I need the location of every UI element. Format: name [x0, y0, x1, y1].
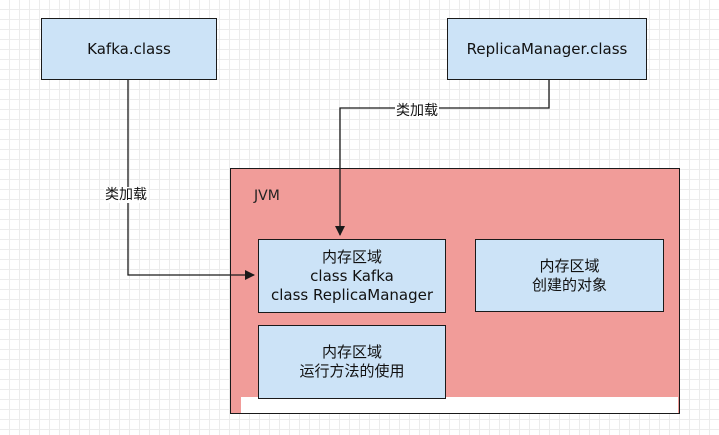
memory-area-methods: 内存区域 运行方法的使用	[258, 325, 446, 399]
memory-area-classes: 内存区域 class Kafka class ReplicaManager	[258, 239, 446, 313]
memory-area-classes-line-3: class ReplicaManager	[270, 285, 434, 304]
memory-area-methods-line-2: 运行方法的使用	[299, 362, 405, 380]
memory-area-objects: 内存区域 创建的对象	[475, 239, 664, 312]
memory-area-objects-line-2: 创建的对象	[531, 275, 607, 294]
kafka-load-label: 类加载	[104, 187, 148, 203]
memory-area-classes-line-1: 内存区域	[321, 247, 382, 266]
replica-manager-class-box: ReplicaManager.class	[447, 18, 647, 80]
jvm-label: JVM	[254, 188, 280, 204]
memory-area-classes-line-2: class Kafka	[310, 266, 394, 285]
kafka-class-label: Kafka.class	[87, 39, 171, 58]
jvm-bottom-strip	[241, 397, 678, 413]
memory-area-methods-line-1: 内存区域	[321, 343, 382, 361]
replica-load-label: 类加载	[395, 103, 439, 119]
memory-area-objects-line-1: 内存区域	[539, 256, 600, 275]
replica-manager-class-label: ReplicaManager.class	[466, 39, 628, 58]
kafka-class-box: Kafka.class	[41, 18, 217, 80]
